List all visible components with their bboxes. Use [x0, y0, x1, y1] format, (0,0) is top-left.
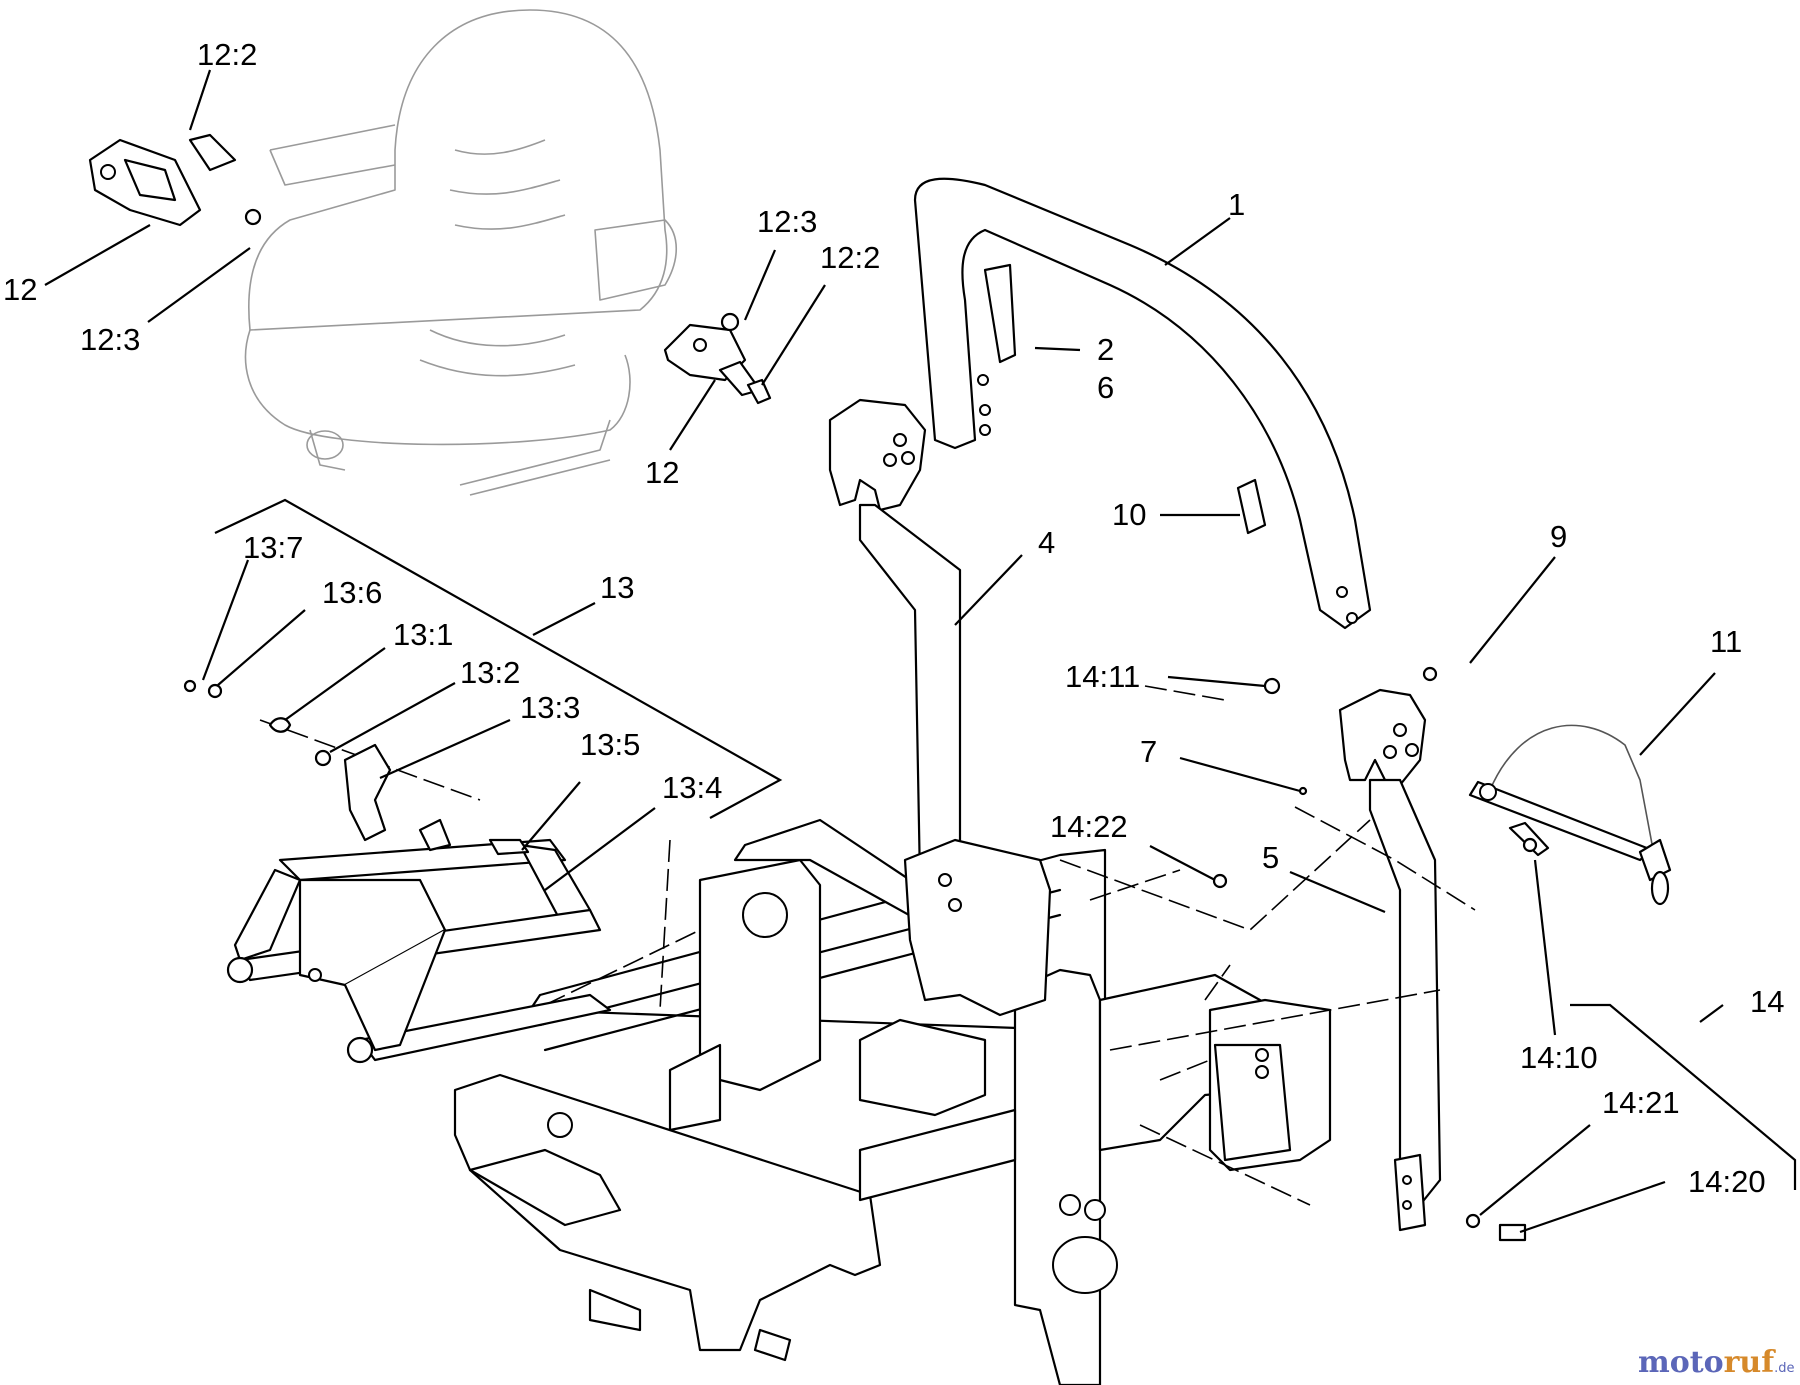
callout-14-11: 14:11 — [1065, 659, 1140, 694]
callout-13-2: 13:2 — [460, 655, 520, 690]
callout-12-2-seat-latch: 12:2 — [197, 37, 257, 72]
svg-text:motoruf.de: motoruf.de — [1638, 1345, 1795, 1380]
seat-latch-icon — [663, 312, 772, 405]
callout-13-6: 13:6 — [322, 575, 382, 610]
watermark-part2: ruf — [1724, 1345, 1777, 1380]
callout-14-10: 14:10 — [1520, 1040, 1598, 1075]
callout-13-1: 13:1 — [393, 617, 453, 652]
watermark-logo: motoruf.de — [1638, 1345, 1795, 1380]
callout-14-21: 14:21 — [1602, 1085, 1680, 1120]
callout-13-7: 13:7 — [243, 530, 303, 565]
callout-4: 4 — [1038, 525, 1055, 560]
callout-12-3-seat-latch: 12:3 — [80, 322, 140, 357]
hardware-icon — [183, 666, 1538, 1242]
callout-14: 14 — [1750, 984, 1784, 1019]
watermark-suffix: .de — [1774, 1361, 1794, 1376]
callout-14-20: 14:20 — [1688, 1164, 1766, 1199]
callout-12-2-right-latch: 12:2 — [820, 240, 880, 275]
callout-13-3: 13:3 — [520, 690, 580, 725]
callout-5: 5 — [1262, 840, 1279, 875]
callouts: 12:2 12 12:3 12:3 12:2 12 1 2 6 10 4 9 1… — [3, 37, 1784, 1199]
seat-pan-icon — [226, 818, 612, 1064]
callout-13: 13 — [600, 570, 634, 605]
callout-12-3-right-latch: 12:3 — [757, 204, 817, 239]
rollbar-upper-icon — [913, 177, 1372, 630]
callout-12-right-latch: 12 — [645, 455, 679, 490]
callout-14-22: 14:22 — [1050, 809, 1128, 844]
callout-10: 10 — [1112, 497, 1146, 532]
callout-9: 9 — [1550, 519, 1567, 554]
seat-icon — [244, 9, 677, 496]
lanyard-icon — [1468, 724, 1672, 906]
leader-lines — [44, 69, 1797, 1234]
callout-7: 7 — [1140, 734, 1157, 769]
callout-1: 1 — [1228, 187, 1245, 222]
watermark-part1: moto — [1638, 1345, 1724, 1380]
rollbar-right-icon — [1338, 688, 1442, 1232]
callout-12-seat-latch: 12 — [3, 272, 37, 307]
callout-13-4: 13:4 — [662, 770, 722, 805]
callout-6: 6 — [1097, 370, 1114, 405]
frame-icon — [453, 818, 1332, 1385]
seat-latch-icon — [88, 133, 262, 227]
rollbar-left-icon — [828, 398, 962, 882]
callout-13-5: 13:5 — [580, 727, 640, 762]
callout-11: 11 — [1710, 624, 1742, 659]
callout-2: 2 — [1097, 332, 1114, 367]
